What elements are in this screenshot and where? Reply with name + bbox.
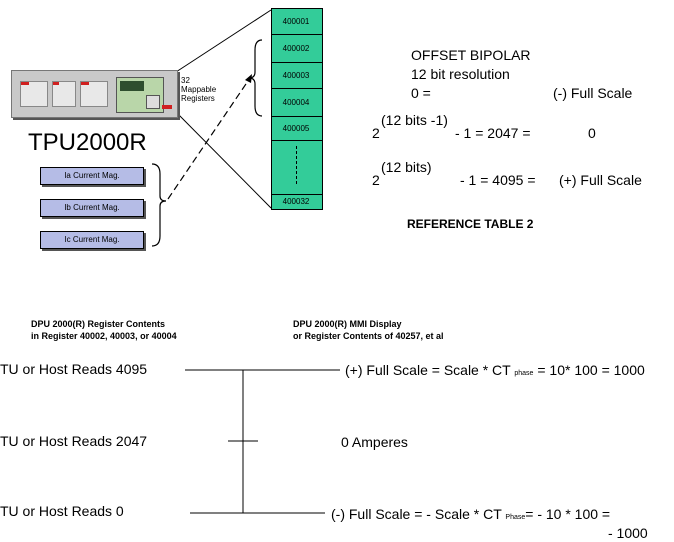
formula-base: 2 [372, 125, 380, 141]
zero-amperes-label: 0 Amperes [341, 434, 408, 450]
register-cell: 400032 [282, 197, 310, 206]
register-divider [271, 140, 323, 141]
register-divider [271, 88, 323, 89]
formula-result: - 1 = 2047 = [455, 125, 531, 141]
read-label-4095: TU or Host Reads 4095 [0, 361, 148, 377]
formula-exponent: (12 bits -1) [381, 112, 448, 128]
register-stack [271, 8, 323, 210]
formula-result: - 1 = 4095 = [460, 172, 536, 188]
register-divider [271, 194, 323, 195]
tpu2000r-device-image [11, 70, 178, 118]
register-cell: 400004 [282, 98, 310, 107]
resolution-text: 12 bit resolution [411, 66, 510, 82]
dpu-register-contents-heading: DPU 2000(R) Register Contents in Registe… [31, 319, 177, 341]
register-cell: 400003 [282, 71, 310, 80]
read-label-0: TU or Host Reads 0 [0, 503, 124, 519]
formula-value: (+) Full Scale [559, 172, 642, 188]
ic-current-mag-box: Ic Current Mag. [40, 231, 144, 249]
zero-equals: 0 = [411, 85, 431, 101]
ia-current-mag-box: Ia Current Mag. [40, 167, 144, 185]
offset-bipolar-title: OFFSET BIPOLAR [411, 47, 531, 63]
formula-value: 0 [588, 125, 596, 141]
reference-table-label: REFERENCE TABLE 2 [407, 217, 534, 231]
register-divider [271, 34, 323, 35]
device-name: TPU2000R [28, 129, 147, 156]
positive-full-scale-formula: (+) Full Scale = Scale * CT phase = 10* … [345, 362, 645, 378]
register-cell: 400002 [282, 44, 310, 53]
register-divider [271, 62, 323, 63]
mappable-registers-label: 32 Mappable Registers [181, 76, 217, 103]
negative-full-scale-formula: (-) Full Scale = - Scale * CT Phase= - 1… [331, 506, 611, 522]
formula-exponent: (12 bits) [381, 159, 432, 175]
register-cell: 400005 [282, 124, 310, 133]
register-cell: 400001 [282, 17, 310, 26]
negative-full-scale-value: - 1000 [608, 525, 648, 541]
formula-base: 2 [372, 172, 380, 188]
negative-full-scale: (-) Full Scale [553, 85, 633, 101]
ib-current-mag-box: Ib Current Mag. [40, 199, 144, 217]
register-ellipsis-line [296, 146, 297, 184]
dpu-mmi-display-heading: DPU 2000(R) MMI Display or Register Cont… [293, 319, 444, 341]
register-divider [271, 116, 323, 117]
read-label-2047: TU or Host Reads 2047 [0, 433, 148, 449]
